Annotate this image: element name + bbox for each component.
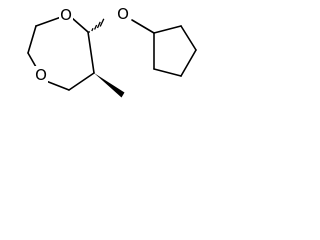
molecule-structure: O O O [27, 5, 197, 98]
atom-label-ether-oxygen: O [115, 5, 131, 23]
hashed-bond-ether [88, 18, 105, 33]
cyclopentyl-ring [131, 19, 197, 77]
bond-c2-c3 [27, 25, 37, 54]
wedge-bond-methyl [94, 73, 125, 98]
bond-o2-c4 [45, 80, 70, 91]
bond-cp4-cp5 [153, 68, 182, 77]
bond-cp3-cp4 [180, 49, 197, 77]
svg-text:O: O [35, 66, 47, 84]
atom-label-ring-oxygen-upper: O [59, 6, 73, 24]
bond-o-cp1 [131, 19, 155, 34]
bond-c1-o1 [71, 17, 89, 33]
atom-label-ring-oxygen-lower: O [34, 66, 48, 84]
bond-c3-o2 [27, 52, 37, 68]
bond-c4-c5 [68, 72, 95, 91]
bond-cp1-cp2 [153, 25, 182, 34]
bond-c5-c1 [87, 31, 95, 74]
svg-text:O: O [60, 6, 72, 24]
svg-text:O: O [117, 5, 129, 23]
bond-cp2-cp3 [180, 25, 197, 51]
